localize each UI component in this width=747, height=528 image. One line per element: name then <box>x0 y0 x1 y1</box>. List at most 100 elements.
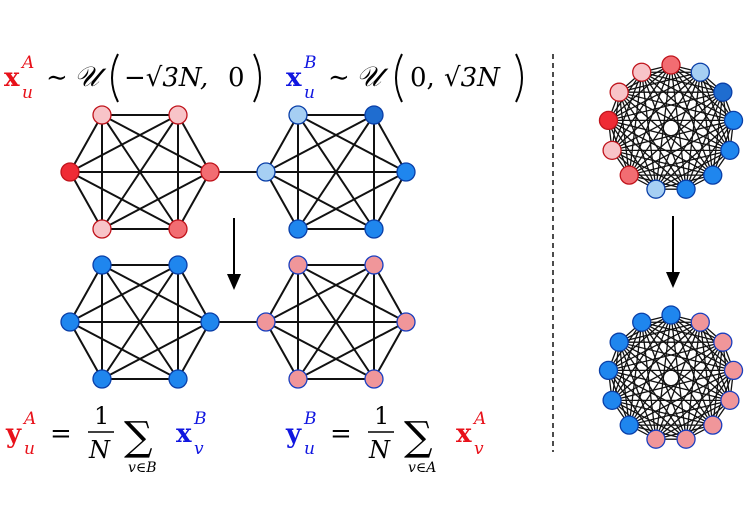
top-left-graph-node <box>92 219 112 239</box>
top-left-graph-edge <box>69 114 103 173</box>
formula-update-a-eq: = <box>50 419 72 449</box>
right-bottom-graph-node <box>703 415 723 435</box>
right-bottom-graph-node <box>598 360 619 381</box>
formula-update-b-sum: ∑ <box>404 414 433 460</box>
formula-init-b-op: ∼ <box>328 63 350 93</box>
top-right-graph-edge <box>265 114 299 173</box>
right-top-graph-edge <box>608 119 731 151</box>
formula-update-b-den: N <box>368 436 391 464</box>
bottom-right-graph-edge <box>265 264 375 323</box>
right-top-graph-node <box>646 179 666 199</box>
right-bottom-graph-edge <box>618 341 657 440</box>
top-right-graph-node <box>288 105 308 125</box>
bottom-right-graph-edge <box>265 321 299 380</box>
formula-init-a-sup: A <box>20 53 34 73</box>
right-top-graph-node <box>602 140 622 160</box>
right-top-graph-edge <box>608 119 687 190</box>
right-bottom-graph-edge <box>608 369 714 426</box>
formula-init-a-dist: 𝒰 <box>74 60 107 93</box>
right-bottom-graph-edge <box>611 321 643 401</box>
down-arrow-left <box>227 218 241 290</box>
right-bottom-graph-edge <box>608 369 687 440</box>
bottom-right-graph-node <box>288 255 308 275</box>
formula-update-b-rhs-sup: A <box>472 409 486 429</box>
bottom-left-graph-edge <box>69 321 179 380</box>
right-bottom-graph-edge <box>655 369 734 440</box>
formula-init-b: x B u ∼ 𝒰 0, √3N <box>286 53 523 103</box>
top-right-graph-node <box>396 162 416 182</box>
right-bottom-graph-edge <box>641 322 657 440</box>
bottom-right-graph-node <box>364 369 384 389</box>
formula-update-b-num: 1 <box>374 402 389 430</box>
bottom-left-graph-edge <box>101 321 211 380</box>
formula-init-a-lower: −√3N, <box>124 63 208 93</box>
formula-update-b-lhs-sub: u <box>304 439 315 459</box>
right-bottom-graph-node <box>619 415 639 435</box>
right-top-graph-node <box>720 140 740 160</box>
bottom-left-graph-node <box>92 369 112 389</box>
top-left-graph-node <box>60 162 80 182</box>
formula-init-a-var: x <box>4 63 20 93</box>
right-bottom-graph-node <box>661 305 681 325</box>
bottom-left-graph-node <box>60 312 80 332</box>
right-bottom-graph-edge <box>641 321 724 343</box>
right-bottom-graph-edge <box>699 322 714 426</box>
right-top-graph-edge <box>611 71 643 151</box>
right-top-graph-edge <box>629 149 731 176</box>
right-top-graph-edge <box>618 91 657 190</box>
formula-update-a-num: 1 <box>94 402 109 430</box>
bottom-left-graph-node <box>168 255 188 275</box>
top-right-graph-edge <box>297 171 407 230</box>
formula-init-b-sup: B <box>303 53 317 73</box>
top-right-graph-edge <box>265 114 375 173</box>
right-top-graph-edge <box>641 71 731 151</box>
right-bottom-graph-edge <box>641 321 714 426</box>
top-right-graph-edge <box>373 171 407 230</box>
bottom-left-graph-edge <box>69 321 103 380</box>
top-left-graph-node <box>168 219 188 239</box>
formula-update-a-lhs-var: y <box>5 419 22 449</box>
formula-update-a-lhs-sup: A <box>22 409 36 429</box>
right-top-graph-edge <box>618 92 630 176</box>
right-bottom-graph-edge <box>641 321 687 440</box>
right-bottom-graph-edge <box>618 342 630 426</box>
bottom-left-graph-edge <box>69 264 179 323</box>
top-left-graph-edge <box>177 114 211 173</box>
right-top-graph-edge <box>641 71 724 93</box>
right-bottom-graph-node <box>676 429 696 449</box>
right-top-graph-node <box>713 82 733 102</box>
right-top-graph-edge <box>699 72 714 176</box>
right-top-graph-node <box>609 82 629 102</box>
formula-init-b-dist: 𝒰 <box>356 60 389 93</box>
right-bottom-graph-edge <box>670 314 731 401</box>
right-top-graph-edge <box>611 149 713 176</box>
right-bottom-graph-edge <box>608 321 701 371</box>
right-top-graph-node <box>690 62 710 82</box>
right-bottom-graph-node <box>602 390 622 410</box>
formula-init-b-sub: u <box>304 83 315 103</box>
bottom-right-graph-node <box>396 312 416 332</box>
bottom-right-graph-edge <box>373 321 407 380</box>
top-right-graph-edge <box>373 114 407 173</box>
right-bottom-graph-node <box>720 390 740 410</box>
right-top-graph-edge <box>618 91 714 176</box>
bottom-left-graph-node <box>92 255 112 275</box>
right-top-graph-edge <box>608 71 701 121</box>
right-top-graph-edge <box>618 91 687 190</box>
right-bottom-graph-node <box>723 360 744 381</box>
top-left-graph-edge <box>177 171 211 230</box>
bottom-right-graph-edge <box>297 264 407 323</box>
bottom-left-graph-edge <box>177 321 211 380</box>
formula-init-a-upper: 0 <box>228 63 245 93</box>
formula-update-a-lhs-sub: u <box>24 439 35 459</box>
nodes-layer <box>60 55 744 449</box>
formula-update-a-sum-index: v∈B <box>128 460 157 476</box>
formula-init-b-upper: √3N <box>444 63 501 93</box>
formula-update-b: y B u = 1 N ∑ v∈A x A v <box>285 402 486 476</box>
right-bottom-graph-node <box>690 312 710 332</box>
right-bottom-graph-edge <box>611 399 713 426</box>
right-top-graph-edge <box>641 71 714 176</box>
top-left-graph-edge <box>101 171 211 230</box>
bottom-left-graph-edge <box>69 264 103 323</box>
right-bottom-graph-edge <box>611 314 672 401</box>
